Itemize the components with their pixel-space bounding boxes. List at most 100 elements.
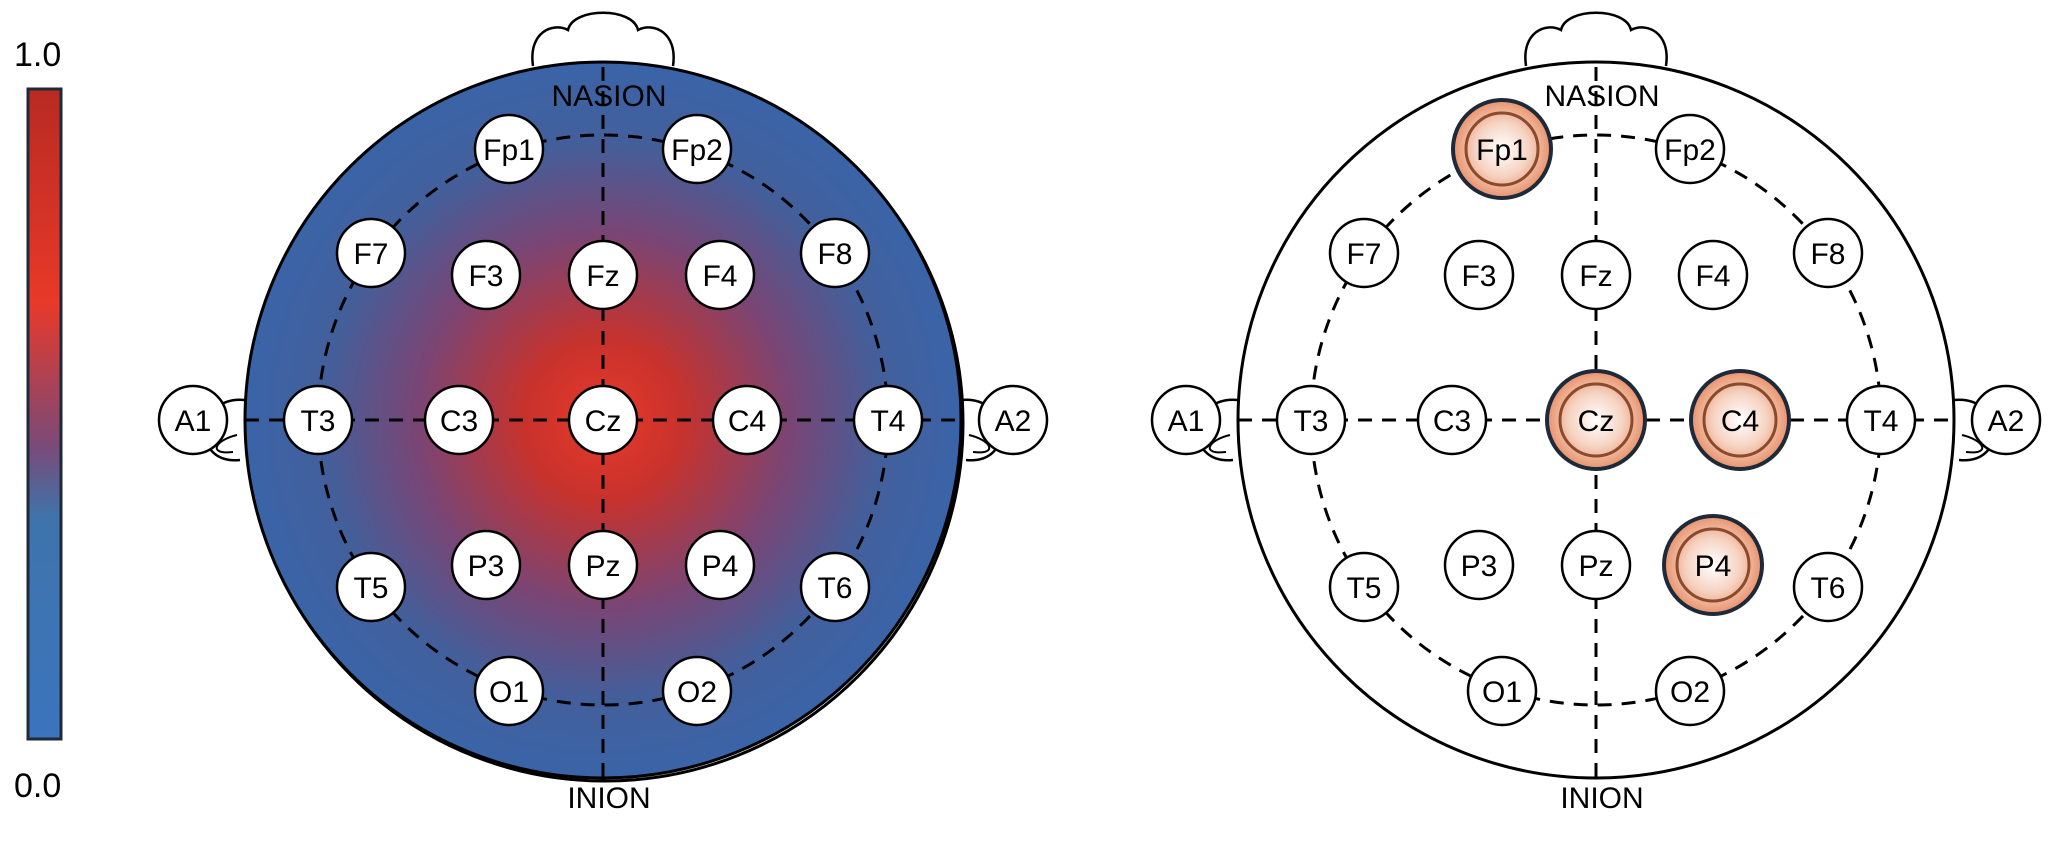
electrode-label: Fp2 <box>671 134 723 167</box>
electrode-t4[interactable]: T4 <box>1845 384 1917 456</box>
electrode-t6[interactable]: T6 <box>799 551 871 623</box>
electrode-t3[interactable]: T3 <box>282 384 354 456</box>
electrode-label: C3 <box>1433 405 1471 438</box>
electrode-circle <box>473 655 545 727</box>
electrode-circle <box>1792 551 1864 623</box>
electrode-label: T3 <box>300 405 335 438</box>
electrode-label: Fp2 <box>1664 134 1716 167</box>
electrode-circle <box>1792 217 1864 289</box>
electrode-t4[interactable]: T4 <box>852 384 924 456</box>
electrode-circle <box>1443 239 1515 311</box>
electrode-fp1[interactable]: Fp1 <box>473 113 545 185</box>
electrode-circle <box>684 529 756 601</box>
electrode-c3[interactable]: C3 <box>1416 384 1488 456</box>
electrode-pz[interactable]: Pz <box>1560 529 1632 601</box>
electrode-f4[interactable]: F4 <box>1677 239 1749 311</box>
electrode-t6[interactable]: T6 <box>1792 551 1864 623</box>
electrode-o2[interactable]: O2 <box>661 655 733 727</box>
left-ear-inner-icon <box>215 434 238 454</box>
electrode-circle <box>1560 529 1632 601</box>
electrode-circle <box>1275 384 1347 456</box>
electrode-circle <box>1677 239 1749 311</box>
nose-icon <box>1524 11 1668 67</box>
nasion-label: NASION <box>1544 80 1659 113</box>
electrode-a2[interactable]: A2 <box>1970 384 2042 456</box>
electrode-fp1[interactable]: Fp1 <box>1451 98 1553 200</box>
electrode-a2[interactable]: A2 <box>977 384 1049 456</box>
electrode-t5[interactable]: T5 <box>335 551 407 623</box>
electrode-f8[interactable]: F8 <box>1792 217 1864 289</box>
electrode-o1[interactable]: O1 <box>473 655 545 727</box>
electrode-o1[interactable]: O1 <box>1466 655 1538 727</box>
electrode-label: Fz <box>1579 260 1612 293</box>
electrode-circle <box>711 384 783 456</box>
electrode-f3[interactable]: F3 <box>450 239 522 311</box>
electrode-circle <box>1443 529 1515 601</box>
electrode-label: Cz <box>1578 405 1615 438</box>
electrode-label: T5 <box>1346 572 1381 605</box>
electrode-circle <box>977 384 1049 456</box>
electrode-label: A1 <box>1168 405 1205 438</box>
electrode-circle <box>799 551 871 623</box>
electrode-c4[interactable]: C4 <box>711 384 783 456</box>
electrode-p3[interactable]: P3 <box>1443 529 1515 601</box>
electrode-fp2[interactable]: Fp2 <box>661 113 733 185</box>
electrode-c4[interactable]: C4 <box>1689 369 1791 471</box>
colorbar: 1.0 0.0 <box>14 36 63 805</box>
electrode-circle <box>799 217 871 289</box>
colorbar-max-label: 1.0 <box>14 36 61 74</box>
electrode-circle <box>335 551 407 623</box>
electrode-label: A2 <box>1988 405 2025 438</box>
electrode-a1[interactable]: A1 <box>1150 384 1222 456</box>
electrode-a1[interactable]: A1 <box>157 384 229 456</box>
electrode-label: O2 <box>677 676 717 709</box>
electrode-pz[interactable]: Pz <box>567 529 639 601</box>
electrode-fp2[interactable]: Fp2 <box>1654 113 1726 185</box>
electrode-circle <box>661 655 733 727</box>
electrode-f3[interactable]: F3 <box>1443 239 1515 311</box>
electrode-t5[interactable]: T5 <box>1328 551 1400 623</box>
electrode-label: Fp1 <box>1476 134 1528 167</box>
right-ear-inner-icon <box>968 434 991 454</box>
electrode-circle <box>282 384 354 456</box>
electrode-circle <box>450 239 522 311</box>
electrode-f7[interactable]: F7 <box>1328 217 1400 289</box>
electrode-label: P3 <box>1461 550 1498 583</box>
electrode-cz[interactable]: Cz <box>1545 369 1647 471</box>
electrode-label: Cz <box>585 405 622 438</box>
electrode-label: C4 <box>1721 405 1759 438</box>
electrode-c3[interactable]: C3 <box>423 384 495 456</box>
electrode-circle <box>567 529 639 601</box>
electrode-f4[interactable]: F4 <box>684 239 756 311</box>
electrode-circle <box>567 384 639 456</box>
electrode-f7[interactable]: F7 <box>335 217 407 289</box>
electrode-fz[interactable]: Fz <box>567 239 639 311</box>
electrode-p4[interactable]: P4 <box>684 529 756 601</box>
electrode-label: Fz <box>586 260 619 293</box>
electrode-label: F4 <box>702 260 737 293</box>
electrode-f8[interactable]: F8 <box>799 217 871 289</box>
left-ear-inner-icon <box>1208 434 1231 454</box>
electrode-t3[interactable]: T3 <box>1275 384 1347 456</box>
electrode-fz[interactable]: Fz <box>1560 239 1632 311</box>
colorbar-min-label: 0.0 <box>14 767 61 805</box>
electrode-cz[interactable]: Cz <box>567 384 639 456</box>
electrode-p3[interactable]: P3 <box>450 529 522 601</box>
electrode-o2[interactable]: O2 <box>1654 655 1726 727</box>
electrode-label: Pz <box>585 550 620 583</box>
electrode-p4[interactable]: P4 <box>1662 514 1764 616</box>
electrode-label: T5 <box>353 572 388 605</box>
electrode-label: F3 <box>1461 260 1496 293</box>
electrode-circle <box>684 239 756 311</box>
electrode-highlight-ring <box>1675 527 1751 603</box>
electrode-circle <box>423 384 495 456</box>
electrode-label: Fp1 <box>483 134 535 167</box>
electrode-circle <box>1970 384 2042 456</box>
electrode-label: C3 <box>440 405 478 438</box>
electrode-label: O1 <box>1482 676 1522 709</box>
electrode-label: O2 <box>1670 676 1710 709</box>
electrode-label: T6 <box>817 572 852 605</box>
electrode-label: T4 <box>1863 405 1898 438</box>
electrode-label: T4 <box>870 405 905 438</box>
inion-label: INION <box>1560 782 1643 815</box>
